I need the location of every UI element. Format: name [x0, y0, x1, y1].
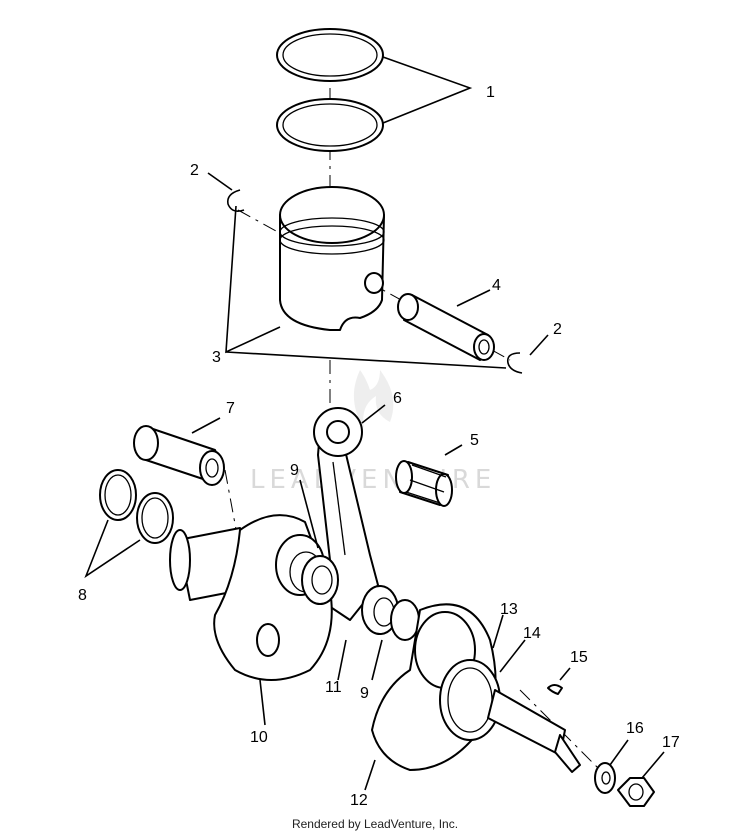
callout-5: 5 — [470, 432, 479, 449]
callout-17: 17 — [662, 734, 680, 751]
piston — [279, 186, 385, 331]
callout-2-right: 2 — [553, 321, 562, 338]
callout-14: 14 — [523, 625, 541, 642]
nut — [617, 777, 655, 807]
callout-13: 13 — [500, 601, 518, 618]
callout-11: 11 — [325, 679, 342, 696]
circlip-right — [506, 352, 523, 374]
callout-1: 1 — [486, 84, 495, 101]
callout-4: 4 — [492, 277, 501, 294]
callout-16: 16 — [626, 720, 644, 737]
watermark-logo-icon — [353, 370, 394, 428]
callout-9-lower: 9 — [360, 685, 369, 702]
piston-pin — [397, 293, 495, 361]
watermark: LEADVENTURE — [250, 370, 496, 495]
washer — [594, 762, 616, 794]
callout-10: 10 — [250, 729, 268, 746]
leader-lines — [84, 56, 665, 791]
crankshaft-left-half — [169, 514, 333, 681]
callout-12: 12 — [350, 792, 368, 809]
crank-bearing-center — [361, 585, 420, 641]
thrust-washer-left — [99, 469, 137, 521]
woodruff-key — [547, 684, 563, 695]
callout-2-left: 2 — [190, 162, 199, 179]
crank-bearing-left — [301, 555, 339, 605]
callout-15: 15 — [570, 649, 588, 666]
piston-ring-upper — [276, 28, 384, 82]
needle-bearing — [395, 460, 453, 507]
render-credit: Rendered by LeadVenture, Inc. — [291, 817, 459, 831]
piston-ring-lower — [276, 98, 384, 152]
callout-3: 3 — [212, 349, 221, 366]
watermark-text: LEADVENTURE — [250, 465, 496, 495]
crankshaft-right-half — [371, 603, 581, 773]
crank-pin — [133, 425, 225, 486]
callout-7: 7 — [226, 400, 235, 417]
callout-8: 8 — [78, 587, 87, 604]
callout-9-upper: 9 — [290, 462, 299, 479]
circlip-left — [226, 189, 245, 212]
callout-numbers: 1 2 2 3 4 5 6 7 8 9 9 10 11 12 13 14 15 … — [78, 84, 680, 809]
callout-6: 6 — [393, 390, 402, 407]
thrust-washer-right — [136, 492, 174, 544]
